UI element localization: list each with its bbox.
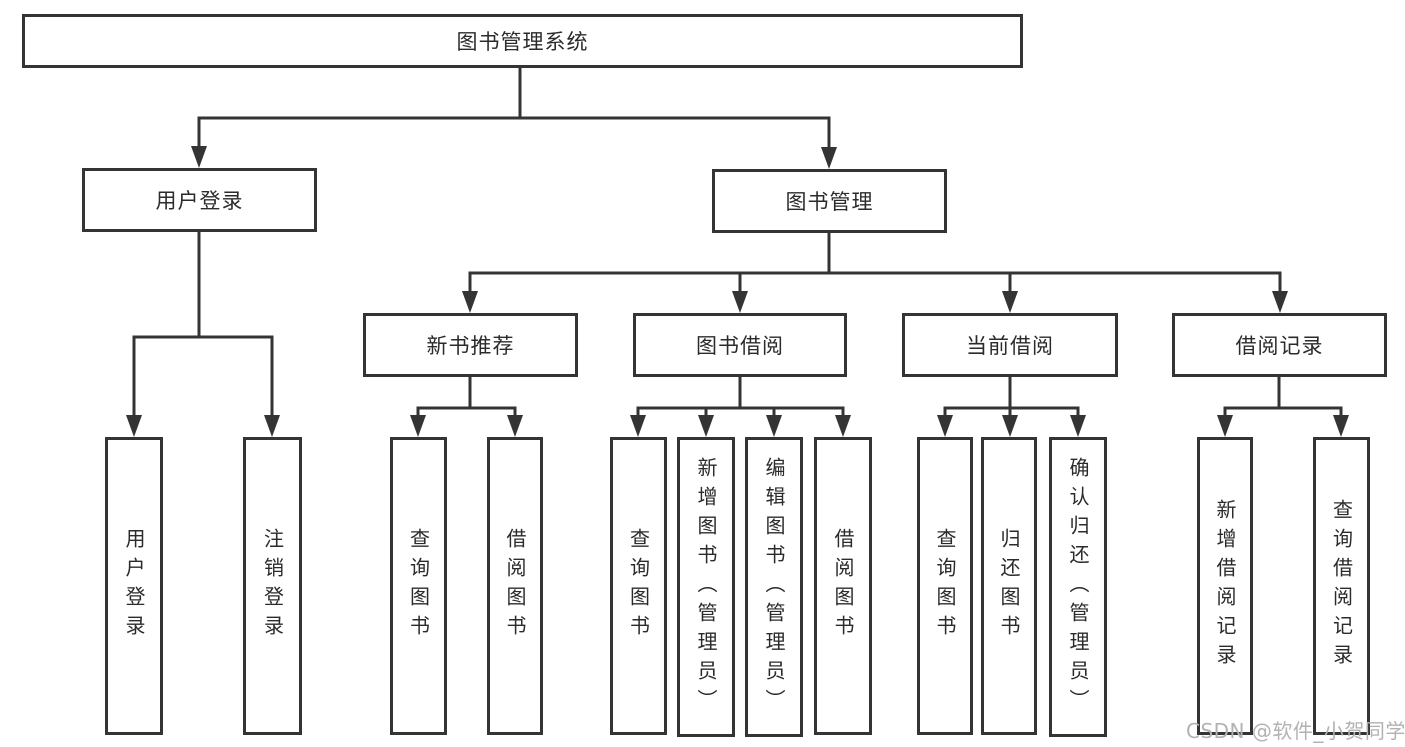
leaf-query-books-current: 查询图书 [917,437,973,735]
leaf-borrow-books-recommend-label: 借阅图书 [503,528,527,644]
leaf-query-books-current-label: 查询图书 [933,528,957,644]
leaf-borrow-books-label: 借阅图书 [831,528,855,644]
leaf-borrow-books: 借阅图书 [814,437,872,735]
leaf-query-books-recommend: 查询图书 [390,437,447,735]
leaf-confirm-return-admin: 确认归还（管理员） [1049,437,1107,737]
watermark-csdn: CSDN @软件_小贺同学 [1186,719,1405,743]
box-borrow-records: 借阅记录 [1172,313,1387,377]
leaf-edit-book-admin-label: 编辑图书（管理员） [762,456,786,718]
leaf-query-borrow-record: 查询借阅记录 [1313,437,1370,735]
box-library-management-system: 图书管理系统 [22,14,1023,68]
box-book-borrow: 图书借阅 [633,313,847,377]
leaf-edit-book-admin: 编辑图书（管理员） [745,437,803,737]
box-library-management-system-label: 图书管理系统 [456,30,589,54]
leaf-add-borrow-record-label: 新增借阅记录 [1213,499,1237,673]
leaf-query-books-borrow: 查询图书 [610,437,667,735]
box-new-book-recommend-label: 新书推荐 [426,334,515,358]
leaf-return-book-label: 归还图书 [997,528,1021,644]
leaf-user-login: 用户登录 [105,437,163,735]
leaf-borrow-books-recommend: 借阅图书 [487,437,543,735]
leaf-query-books-borrow-label: 查询图书 [626,528,651,644]
box-book-management-label: 图书管理 [785,190,874,214]
box-user-login: 用户登录 [82,168,317,232]
box-current-borrow: 当前借阅 [902,313,1118,377]
leaf-return-book: 归还图书 [981,437,1037,735]
box-book-borrow-label: 图书借阅 [696,334,784,358]
leaf-logout: 注销登录 [243,437,302,735]
leaf-add-book-admin: 新增图书（管理员） [677,437,735,737]
box-current-borrow-label: 当前借阅 [966,334,1054,358]
leaf-query-borrow-record-label: 查询借阅记录 [1329,499,1354,673]
box-book-management: 图书管理 [712,169,947,233]
leaf-add-borrow-record: 新增借阅记录 [1197,437,1253,735]
box-user-login-label: 用户登录 [155,189,244,213]
leaf-query-books-recommend-label: 查询图书 [406,528,431,644]
leaf-user-login-label: 用户登录 [122,528,146,644]
leaf-confirm-return-admin-label: 确认归还（管理员） [1066,456,1090,718]
box-borrow-records-label: 借阅记录 [1235,334,1324,358]
box-new-book-recommend: 新书推荐 [363,313,578,377]
leaf-logout-label: 注销登录 [260,528,285,644]
leaf-add-book-admin-label: 新增图书（管理员） [694,456,718,718]
